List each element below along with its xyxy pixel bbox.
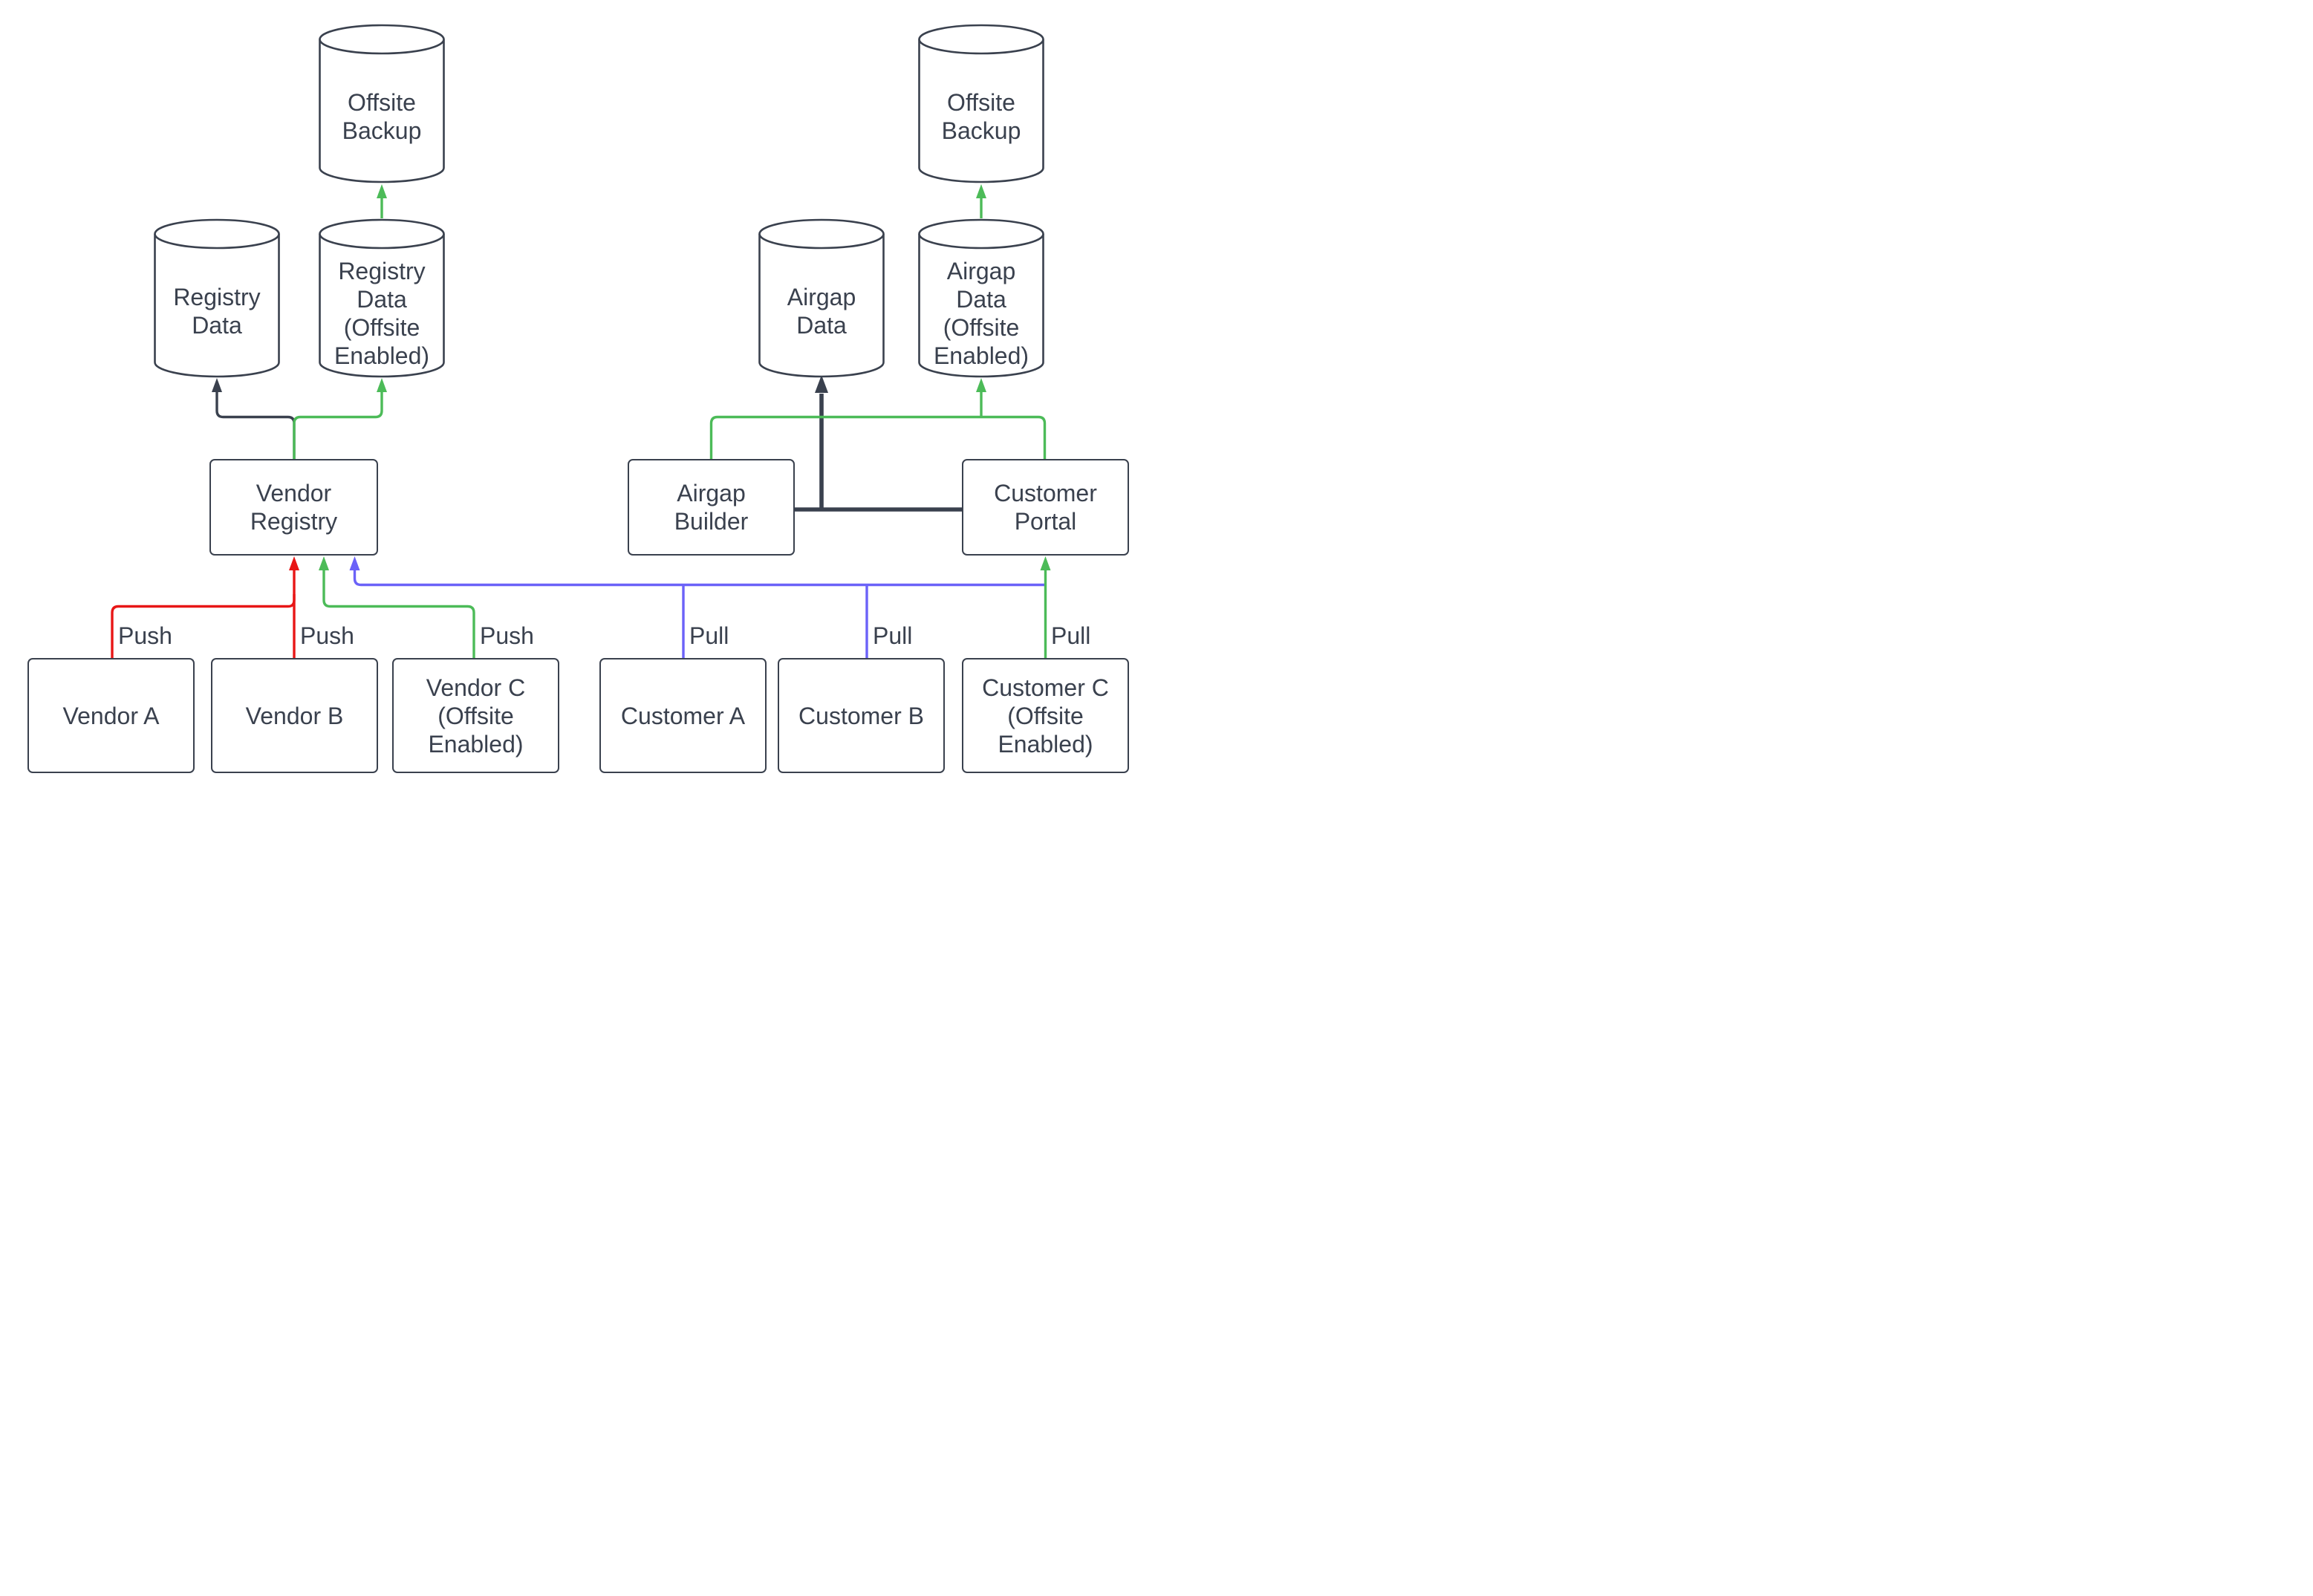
edge-builder-portal-to-airgap-data — [795, 375, 962, 512]
edge-line-portal-builder — [709, 415, 1047, 459]
cylinder-shape — [758, 218, 885, 378]
arrowhead-airgap-data-offsite — [976, 378, 986, 392]
node-registry-data: Registry Data — [153, 218, 281, 378]
node-label: Registry Data — [173, 283, 261, 339]
node-vendor-a: Vendor A — [27, 658, 195, 773]
node-airgap-data-offsite: Airgap Data (Offsite Enabled) — [917, 218, 1045, 378]
edge-vendor-c-push — [319, 556, 475, 658]
node-offsite-backup-left: Offsite Backup — [318, 24, 446, 183]
arrowhead-backup-right — [976, 184, 986, 198]
arrowhead-backup-left — [377, 184, 387, 198]
node-label: Customer A — [620, 702, 746, 729]
node-customer-portal: Customer Portal — [962, 459, 1129, 556]
cylinder-shape — [918, 24, 1044, 183]
node-label: Registry Data (Offsite Enabled) — [334, 257, 430, 369]
node-label: Customer B — [798, 702, 924, 729]
edge-label-push-vendor-b: Push — [300, 622, 354, 649]
cylinder-shape — [319, 218, 445, 378]
edge-portal-builder-green — [709, 378, 1047, 459]
node-label: Airgap Data (Offsite Enabled) — [933, 257, 1029, 369]
node-customer-c: Customer C (Offsite Enabled) — [962, 658, 1129, 773]
edge-vendors-push-red — [111, 556, 299, 658]
node-customer-a: Customer A — [599, 658, 767, 773]
arrowhead-customer-c-pull — [1040, 556, 1051, 570]
node-label: Offsite Backup — [342, 88, 422, 144]
arrowhead-registry-data — [212, 378, 222, 392]
cylinder-shape — [319, 24, 445, 183]
edge-label-pull-customer-a: Pull — [689, 622, 729, 649]
node-label: Vendor A — [62, 702, 160, 729]
arrowhead-pull-registry — [349, 556, 360, 570]
edge-registry-offsite-to-backup — [377, 184, 387, 218]
node-vendor-registry: Vendor Registry — [209, 459, 378, 556]
edge-registry-to-registry-data-offsite — [293, 378, 387, 459]
edge-label-push-vendor-a: Push — [118, 622, 172, 649]
node-vendor-c: Vendor C (Offsite Enabled) — [392, 658, 559, 773]
edge-registry-to-registry-data — [212, 378, 296, 459]
node-registry-data-offsite: Registry Data (Offsite Enabled) — [318, 218, 446, 378]
edge-line-registry-data — [215, 392, 296, 459]
edges-layer — [111, 184, 1051, 658]
node-vendor-b: Vendor B — [211, 658, 378, 773]
edge-label-pull-customer-b: Pull — [873, 622, 913, 649]
node-label: Customer C (Offsite Enabled) — [982, 674, 1109, 758]
node-offsite-backup-right: Offsite Backup — [917, 24, 1045, 183]
cylinder-shape — [154, 218, 280, 378]
arrowhead-push-registry — [289, 556, 299, 570]
arrowhead-airgap-data — [815, 375, 828, 393]
edge-line-vendor-c — [322, 570, 475, 658]
edge-pull-trunk — [353, 570, 1045, 587]
node-label: Offsite Backup — [941, 88, 1021, 144]
node-label: Customer Portal — [994, 480, 1097, 535]
arrowhead-registry-data-offsite — [377, 378, 387, 392]
node-airgap-builder: Airgap Builder — [628, 459, 795, 556]
edge-airgap-offsite-to-backup — [976, 184, 986, 218]
node-label: Airgap Builder — [674, 480, 749, 535]
arrowhead-vendor-c-push — [319, 556, 329, 570]
node-customer-b: Customer B — [778, 658, 945, 773]
edge-customer-c-pull — [1040, 556, 1051, 658]
node-label: Vendor B — [245, 702, 344, 729]
edge-label-push-vendor-c: Push — [480, 622, 534, 649]
edge-line-registry-data-offsite — [293, 392, 383, 459]
cylinder-shape — [918, 218, 1044, 378]
node-label: Airgap Data — [787, 283, 856, 339]
diagram-canvas: Offsite Backup Offsite Backup Registry D… — [0, 0, 1156, 798]
edge-label-pull-customer-c: Pull — [1051, 622, 1091, 649]
node-label: Vendor C (Offsite Enabled) — [426, 674, 526, 758]
node-label: Vendor Registry — [250, 480, 338, 535]
edge-customers-pull — [349, 556, 1045, 658]
node-airgap-data: Airgap Data — [758, 218, 885, 378]
